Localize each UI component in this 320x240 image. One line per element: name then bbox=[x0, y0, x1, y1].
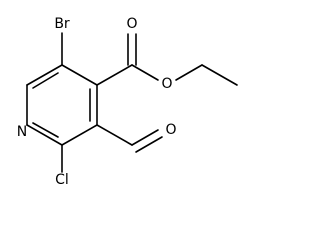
atom-label-o-carbonyl: O bbox=[126, 16, 137, 32]
bond-ethyl-ch2-ch3 bbox=[201, 64, 238, 86]
bond-ester-c-o-single bbox=[131, 64, 159, 81]
bond-n-c2-inner bbox=[32, 122, 59, 138]
atom-label-o-ester: O bbox=[161, 76, 172, 92]
bond-c5-c6 bbox=[26, 64, 63, 86]
bond-n-c2 bbox=[26, 124, 63, 146]
bond-c4-c5 bbox=[61, 64, 98, 86]
molecule-diagram: Br N Cl O O O bbox=[17, 16, 238, 188]
atom-label-cl: Cl bbox=[55, 172, 69, 188]
bond-c6-c6-inner bbox=[32, 72, 59, 89]
atom-label-o-aldehyde: O bbox=[165, 122, 176, 138]
atom-label-n: N bbox=[17, 124, 27, 140]
bond-o-ethyl-ch2 bbox=[175, 64, 203, 81]
atom-label-br: Br bbox=[54, 16, 70, 32]
bond-c2-c3 bbox=[61, 124, 98, 146]
bond-c3-aldehyde-carbon bbox=[96, 124, 133, 146]
bond-aldehyde-c-o-a bbox=[131, 129, 159, 146]
bond-c4-ester-carbon bbox=[96, 64, 133, 86]
bond-aldehyde-c-o-b bbox=[135, 136, 163, 153]
